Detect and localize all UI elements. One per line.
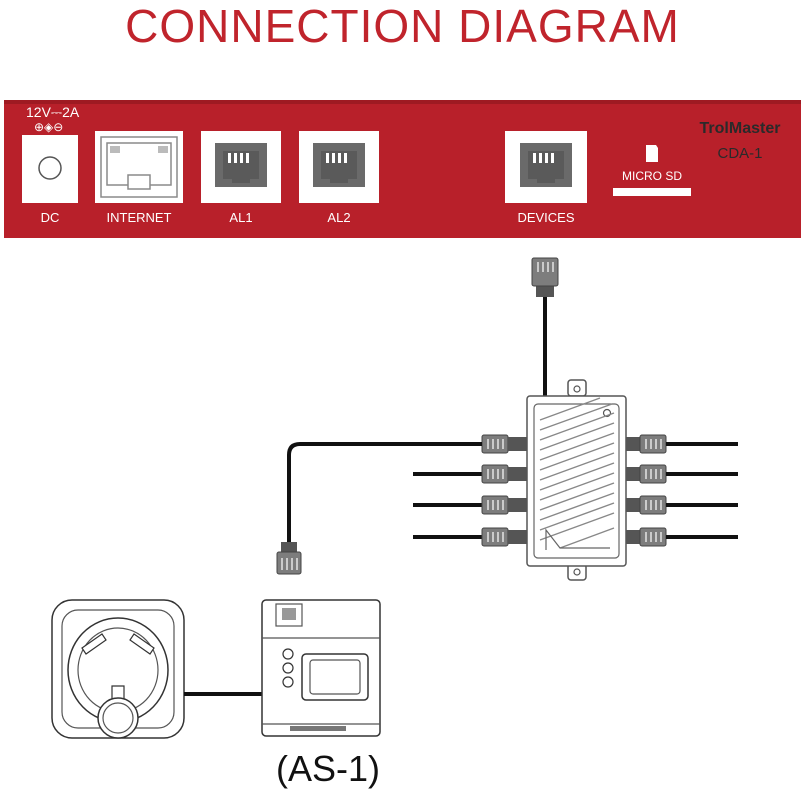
internet-port-label: INTERNET bbox=[107, 210, 172, 225]
dc-jack[interactable] bbox=[22, 135, 78, 203]
sensor-caption: (AS-1) bbox=[275, 748, 380, 789]
diagram-title: CONNECTION DIAGRAM bbox=[125, 0, 680, 52]
polarity-symbol: ⊕◈⊖ bbox=[34, 120, 63, 134]
sensor-box bbox=[261, 599, 381, 737]
internet-port[interactable] bbox=[95, 131, 183, 203]
model-label: CDA-1 bbox=[717, 145, 762, 162]
al1-port-label: AL1 bbox=[229, 210, 252, 225]
devices-port-label: DEVICES bbox=[517, 210, 574, 225]
splitter-hub bbox=[526, 379, 627, 581]
micro-sd-icon bbox=[646, 145, 658, 162]
brand-logo: TrolMaster bbox=[700, 120, 781, 137]
controller-panel: 12V⎓2A ⊕◈⊖ DC INTERNET bbox=[4, 100, 801, 238]
sensor-cable bbox=[276, 442, 482, 575]
al1-port[interactable] bbox=[201, 131, 281, 203]
hub-right-ports bbox=[626, 434, 738, 547]
micro-sd-label: MICRO SD bbox=[622, 169, 682, 183]
al2-port[interactable] bbox=[299, 131, 379, 203]
micro-sd-slot[interactable] bbox=[613, 188, 691, 196]
hub-left-ports bbox=[413, 434, 527, 547]
power-rating-label: 12V⎓2A bbox=[26, 104, 80, 120]
al2-port-label: AL2 bbox=[327, 210, 350, 225]
dc-port-label: DC bbox=[41, 210, 60, 225]
devices-cable bbox=[531, 257, 559, 398]
sensor-probe bbox=[51, 599, 185, 739]
devices-port[interactable] bbox=[505, 131, 587, 203]
